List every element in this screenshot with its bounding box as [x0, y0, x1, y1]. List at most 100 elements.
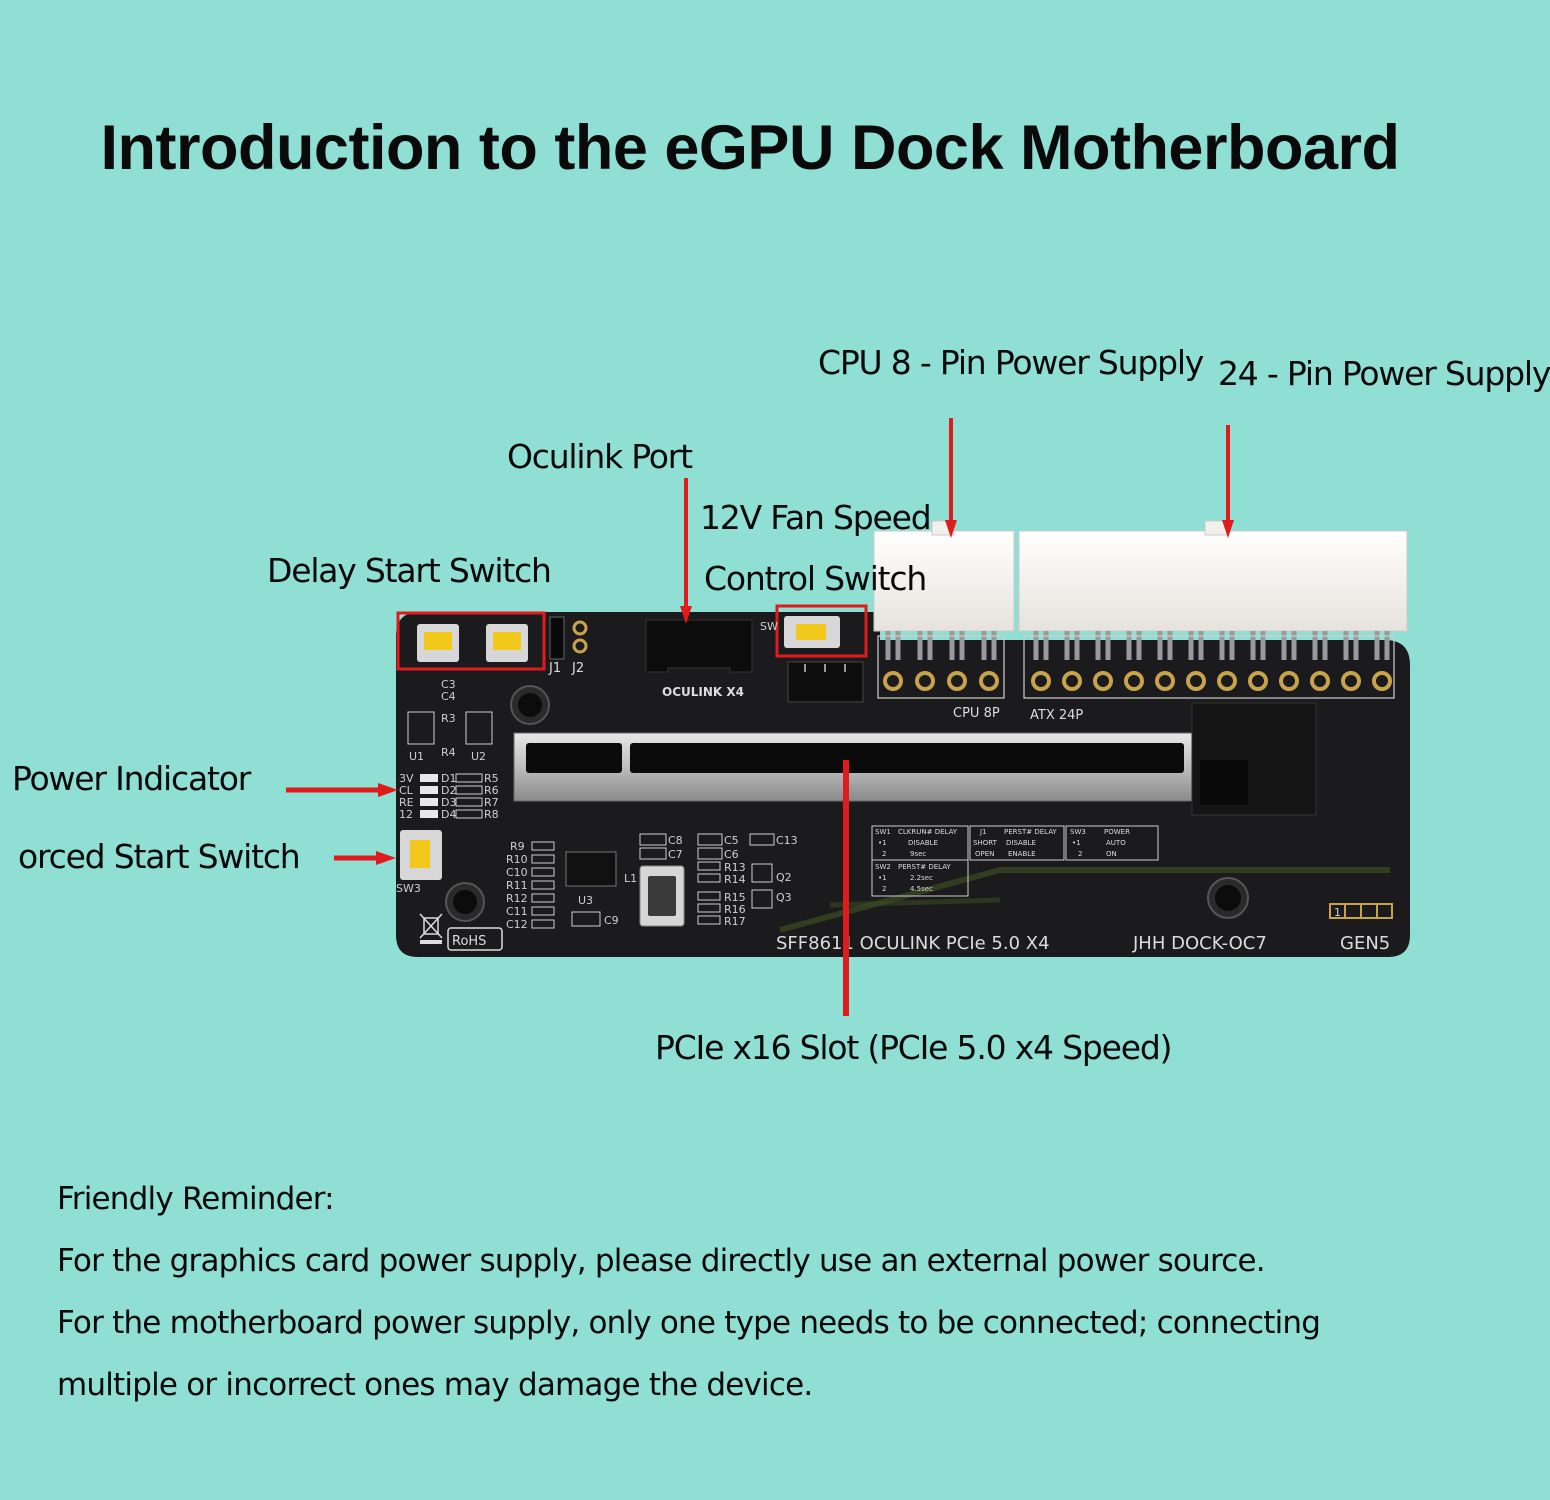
table-sw3-head: POWER: [1104, 828, 1130, 836]
silk-c7: C7: [668, 848, 683, 861]
silk-u3: U3: [578, 894, 593, 907]
table-sw3-r1: •1: [1072, 839, 1081, 847]
silk-r14: R14: [724, 873, 746, 886]
callout-forced-switch: orced Start Switch: [18, 837, 301, 876]
capacitors-c5-c8: [639, 833, 775, 860]
silk-c5: C5: [724, 834, 739, 847]
silk-d3: D3: [441, 796, 456, 809]
table-sw3: SW3: [1070, 828, 1086, 836]
silk-c11: C11: [506, 905, 528, 918]
silk-r3: R3: [441, 712, 456, 725]
resistor-array-left: [531, 841, 555, 929]
table-sw2: SW2: [875, 863, 891, 871]
table-sw2-r1: •1: [878, 874, 887, 882]
silk-r6: R6: [484, 784, 499, 797]
fan-header: [787, 661, 864, 703]
silk-r4: R4: [441, 746, 456, 759]
silk-c13: C13: [776, 834, 798, 847]
silk-u2: U2: [471, 750, 486, 763]
settings-table: [871, 825, 1159, 897]
silk-c9: C9: [604, 914, 619, 927]
silk-q2: Q2: [776, 871, 792, 884]
friendly-reminder: Friendly Reminder: For the graphics card…: [57, 1168, 1477, 1416]
silk-d4: D4: [441, 808, 456, 821]
resistors-r13-r17: [697, 861, 721, 925]
table-j1-v2: ENABLE: [1008, 850, 1036, 858]
callout-cpu-8pin: CPU 8 - Pin Power Supply: [818, 343, 1204, 382]
mounting-hole: [1207, 877, 1249, 919]
silk-j1: J1: [548, 661, 561, 676]
silk-oculink: OCULINK X4: [662, 685, 744, 699]
mounting-hole: [510, 685, 550, 725]
silk-r8: R8: [484, 808, 499, 821]
forced-start-switch: [400, 830, 442, 880]
silk-r9: R9: [510, 840, 525, 853]
silk-c6: C6: [724, 848, 739, 861]
table-j1: J1: [979, 828, 987, 836]
silk-r7: R7: [484, 796, 499, 809]
reminder-line-2: For the motherboard power supply, only o…: [57, 1305, 1321, 1341]
silk-led-re: RE: [399, 796, 414, 809]
reminder-line-3: multiple or incorrect ones may damage th…: [57, 1367, 813, 1403]
silk-d2: D2: [441, 784, 456, 797]
table-j1-head: PERST# DELAY: [1004, 828, 1057, 836]
silk-r15: R15: [724, 891, 746, 904]
motherboard-diagram: J1 J2 OCULINK X4 SW CPU 8P: [286, 418, 1410, 1016]
table-sw3-v1: AUTO: [1106, 839, 1126, 847]
silk-c10: C10: [506, 866, 528, 879]
silk-r12: R12: [506, 892, 528, 905]
silk-c8: C8: [668, 834, 683, 847]
gen5-indicator: [1329, 903, 1393, 919]
silk-sw3: SW3: [396, 882, 421, 895]
silk-j2: J2: [571, 661, 584, 676]
delay-switch-highlight: [396, 611, 546, 671]
callout-delay-switch: Delay Start Switch: [267, 551, 552, 590]
mounting-hole: [445, 882, 485, 922]
callout-oculink-port: Oculink Port: [507, 437, 693, 476]
silk-u1: U1: [409, 750, 424, 763]
table-sw2-r2: 2: [882, 885, 886, 893]
silk-rohs: RoHS: [452, 934, 486, 949]
pcie-x16-slot: [513, 702, 1317, 816]
silk-atx24p: ATX 24P: [1030, 708, 1083, 723]
table-sw3-r2: 2: [1078, 850, 1082, 858]
callout-power-indicator: Power Indicator: [12, 759, 251, 798]
recycle-bin-icon: [419, 913, 443, 944]
gen5-box-digit: 1: [1334, 906, 1341, 919]
table-sw1-v1: DISABLE: [908, 839, 938, 847]
silk-r11: R11: [506, 879, 528, 892]
silk-c12: C12: [506, 918, 528, 931]
reminder-line-1: For the graphics card power supply, plea…: [57, 1243, 1266, 1279]
inductor-l1: [639, 865, 685, 927]
callout-atx-24pin: 24 - Pin Power Supply: [1218, 354, 1550, 393]
table-sw2-head: PERST# DELAY: [898, 863, 951, 871]
table-sw2-v1: 2.2sec: [910, 874, 933, 882]
silk-d1: D1: [441, 772, 456, 785]
table-sw1-head: CLKRUN# DELAY: [898, 828, 958, 836]
callout-fan-line2: Control Switch: [704, 559, 927, 598]
oculink-port: [645, 619, 753, 673]
silk-r16: R16: [724, 903, 746, 916]
table-j1-r1: SHORT: [973, 839, 998, 847]
table-j1-v1: DISABLE: [1006, 839, 1036, 847]
table-sw3-v2: ON: [1106, 850, 1117, 858]
silk-bottom-mid: JHH DOCK-OC7: [1132, 933, 1267, 954]
callout-pcie-slot: PCIe x16 Slot (PCIe 5.0 x4 Speed): [655, 1028, 1172, 1067]
silk-l1: L1: [624, 872, 637, 885]
power-indicator-leds: [420, 773, 483, 819]
silk-cpu8p: CPU 8P: [953, 706, 1000, 721]
silk-bottom-right: GEN5: [1340, 933, 1390, 954]
silk-bottom-left: SFF8611 OCULINK PCIe 5.0 X4: [776, 933, 1050, 954]
table-sw1-r2: 2: [882, 850, 886, 858]
cpu-8pin-connector: [873, 520, 1015, 699]
rohs-mark: [447, 927, 503, 951]
silk-r10: R10: [506, 853, 528, 866]
silk-sw: SW: [760, 620, 778, 633]
callout-fan-line1: 12V Fan Speed: [700, 498, 932, 537]
delay-start-switches: [417, 624, 528, 662]
jumper-j1-j2: [549, 616, 588, 660]
chip-u3: [565, 851, 617, 887]
silk-r17: R17: [724, 915, 746, 928]
atx-24pin-connector: [1018, 520, 1408, 699]
silk-led-cl: CL: [399, 784, 414, 797]
